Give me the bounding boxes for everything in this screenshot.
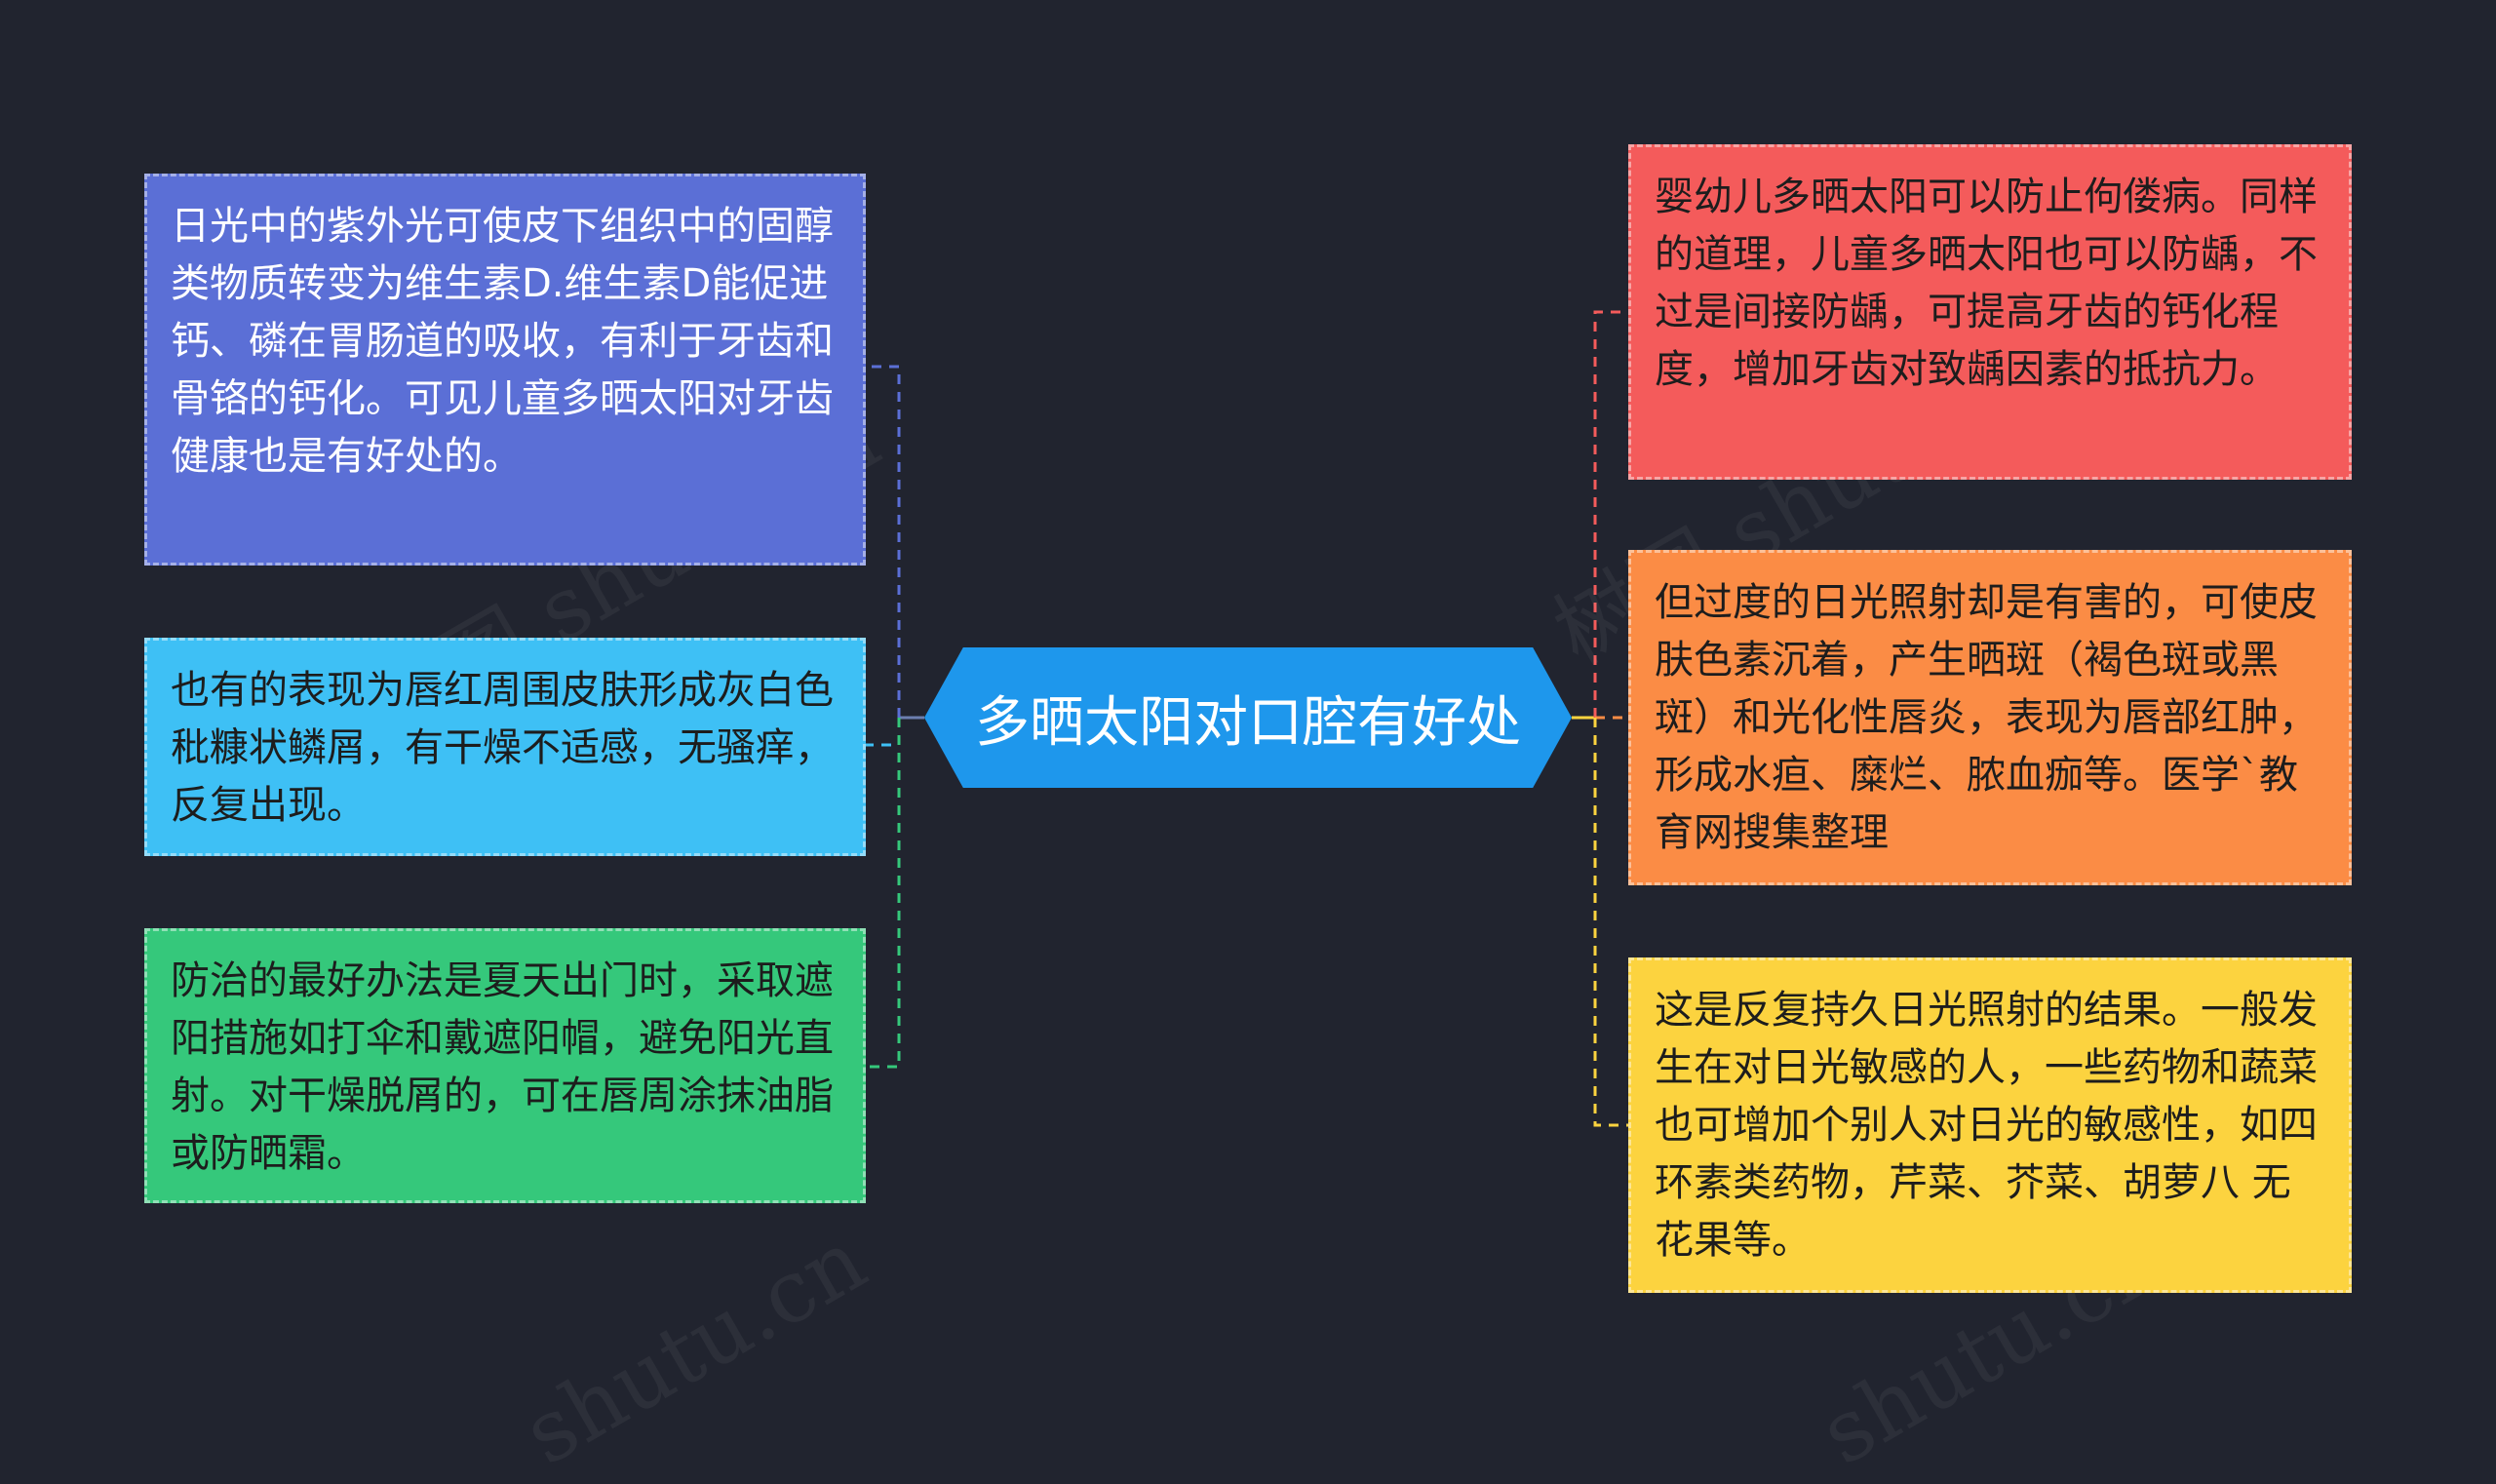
- left-topic-2[interactable]: 也有的表现为唇红周围皮肤形成灰白色秕糠状鳞屑，有干燥不适感，无骚痒，反复出现。: [144, 638, 866, 856]
- right-topic-3[interactable]: 这是反复持久日光照射的结果。一般发生在对日光敏感的人，一些药物和蔬菜也可增加个别…: [1628, 957, 2352, 1293]
- right-topic-1-text: 婴幼儿多晒太阳可以防止佝偻病。同样的道理，儿童多晒太阳也可以防龋，不过是间接防龋…: [1655, 175, 2318, 392]
- right-topic-2[interactable]: 但过度的日光照射却是有害的，可使皮肤色素沉着，产生晒斑（褐色斑或黑斑）和光化性唇…: [1628, 550, 2352, 885]
- right-connector-3: [1593, 718, 1628, 1127]
- mind-map-canvas: 树图 shutu.cn 树图 shutu.cn shutu.cn shutu.c…: [144, 144, 2352, 1484]
- left-topic-2-text: 也有的表现为唇红周围皮肤形成灰白色秕糠状鳞屑，有干燥不适感，无骚痒，反复出现。: [171, 668, 834, 828]
- central-topic[interactable]: 多晒太阳对口腔有好处: [924, 647, 1572, 788]
- right-topic-2-text: 但过度的日光照射却是有害的，可使皮肤色素沉着，产生晒斑（褐色斑或黑斑）和光化性唇…: [1655, 580, 2318, 855]
- left-topic-1[interactable]: 日光中的紫外光可使皮下组织中的固醇类物质转变为维生素D.维生素D能促进钙、磷在胃…: [144, 174, 866, 566]
- right-connector-1: [1593, 310, 1628, 718]
- connector-lines: [866, 310, 1628, 1127]
- right-topic-1[interactable]: 婴幼儿多晒太阳可以防止佝偻病。同样的道理，儿童多晒太阳也可以防龋，不过是间接防龋…: [1628, 144, 2352, 480]
- right-topic-3-text: 这是反复持久日光照射的结果。一般发生在对日光敏感的人，一些药物和蔬菜也可增加个别…: [1655, 988, 2318, 1263]
- left-topic-3[interactable]: 防治的最好办法是夏天出门时，采取遮阳措施如打伞和戴遮阳帽，避免阳光直射。对干燥脱…: [144, 928, 866, 1203]
- left-topic-1-text: 日光中的紫外光可使皮下组织中的固醇类物质转变为维生素D.维生素D能促进钙、磷在胃…: [171, 204, 834, 479]
- left-connector-2: [866, 718, 901, 747]
- central-topic-label: 多晒太阳对口腔有好处: [975, 690, 1521, 755]
- left-connector-1: [866, 365, 901, 718]
- left-connector-3: [866, 718, 901, 1069]
- left-topic-3-text: 防治的最好办法是夏天出门时，采取遮阳措施如打伞和戴遮阳帽，避免阳光直射。对干燥脱…: [171, 958, 834, 1176]
